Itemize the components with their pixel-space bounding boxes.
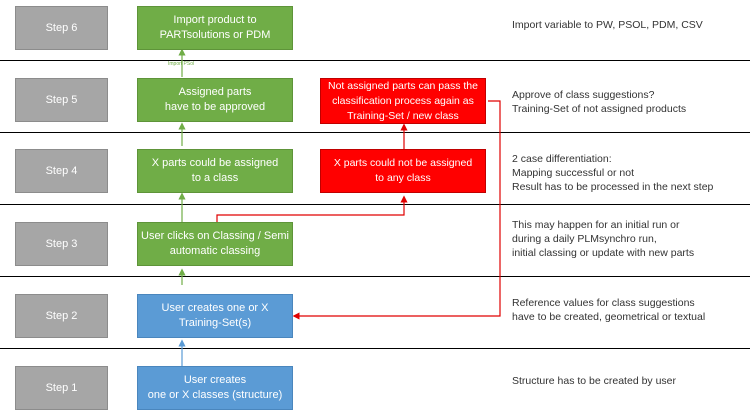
step-5-note: Approve of class suggestions? Training-S…: [512, 89, 687, 115]
row-separator: [0, 348, 750, 349]
create-classes-box: User creates one or X classes (structure…: [137, 366, 293, 410]
row-separator: [0, 204, 750, 205]
classing-box: User clicks on Classing / Semi automatic…: [137, 222, 293, 266]
parts-assigned-box: X parts could be assigned to a class: [137, 149, 293, 193]
assigned-parts-approval-box: Assigned parts have to be approved: [137, 78, 293, 122]
step-6-label: Step 6: [15, 6, 108, 50]
step-3-note: This may happen for an initial run or du…: [512, 219, 695, 259]
step-1-note: Structure has to be created by user: [512, 375, 677, 387]
parts-not-assigned-box: X parts could not be assigned to any cla…: [320, 149, 486, 193]
row-separator: [0, 276, 750, 277]
step-4-note: 2 case differentiation: Mapping successf…: [512, 153, 714, 193]
step-1-label: Step 1: [15, 366, 108, 410]
not-assigned-pass-box: Not assigned parts can pass the classifi…: [320, 78, 486, 124]
arrow-label-import: Import PSol: [168, 61, 195, 67]
training-set-box: User creates one or X Training-Set(s): [137, 294, 293, 338]
arrow-classing-to-not-assigned: [216, 195, 408, 222]
row-separator: [0, 132, 750, 133]
row-separator: [0, 60, 750, 61]
step-4-label: Step 4: [15, 149, 108, 193]
step-3-label: Step 3: [15, 222, 108, 266]
step-2-note: Reference values for class suggestions h…: [512, 297, 706, 323]
step-2-label: Step 2: [15, 294, 108, 338]
step-6-note: Import variable to PW, PSOL, PDM, CSV: [512, 19, 703, 31]
arrow-loop-to-training-set: [292, 100, 501, 320]
import-product-box: Import product to PARTsolutions or PDM: [137, 6, 293, 50]
step-5-label: Step 5: [15, 78, 108, 122]
